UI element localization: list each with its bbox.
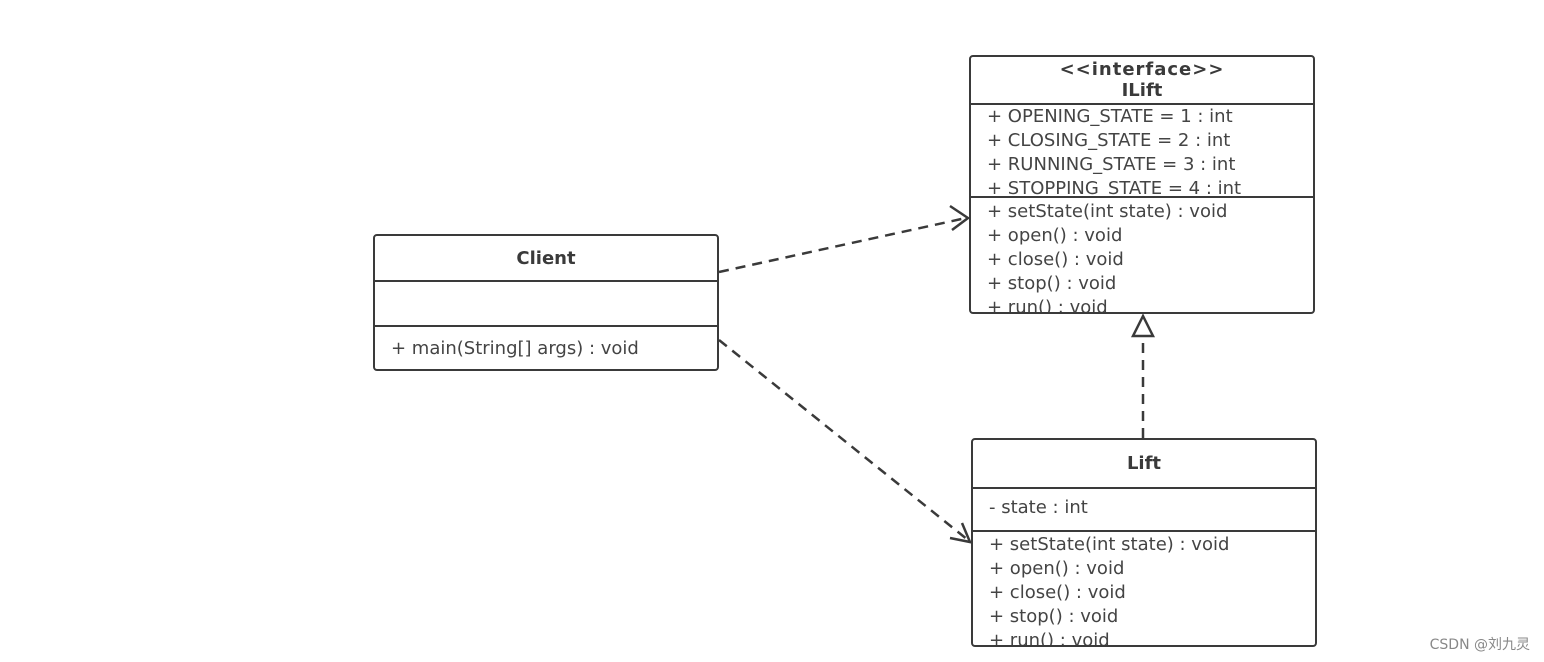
- class-header-client: Client: [375, 236, 717, 282]
- class-box-lift[interactable]: Lift - state : int + setState(int state)…: [971, 438, 1317, 647]
- attributes-lift: - state : int: [973, 489, 1315, 532]
- stereotype-label: <<interface>>: [1059, 59, 1225, 80]
- attribute-row: - state : int: [989, 497, 1088, 518]
- operations-lift: + setState(int state) : void + open() : …: [973, 532, 1315, 647]
- operation-row: + run() : void: [987, 297, 1108, 314]
- attributes-ilift: + OPENING_STATE = 1 : int + CLOSING_STAT…: [971, 105, 1313, 198]
- operation-row: + setState(int state) : void: [987, 201, 1228, 222]
- attributes-client: [375, 282, 717, 327]
- attribute-row: + CLOSING_STATE = 2 : int: [987, 130, 1231, 151]
- class-name-ilift: ILift: [1121, 80, 1163, 101]
- class-box-ilift[interactable]: <<interface>> ILift + OPENING_STATE = 1 …: [969, 55, 1315, 314]
- attribute-row: + OPENING_STATE = 1 : int: [987, 106, 1233, 127]
- operation-row: + stop() : void: [989, 606, 1119, 627]
- operations-ilift: + setState(int state) : void + open() : …: [971, 198, 1313, 314]
- attribute-row: + STOPPING_STATE = 4 : int: [987, 178, 1242, 198]
- operation-row: + open() : void: [987, 225, 1123, 246]
- class-header-lift: Lift: [973, 440, 1315, 489]
- dependency-client-ilift-arrowhead: [949, 204, 971, 231]
- class-name-client: Client: [516, 247, 576, 269]
- class-header-ilift: <<interface>> ILift: [971, 57, 1313, 105]
- attribute-row: + RUNNING_STATE = 3 : int: [987, 154, 1236, 175]
- operation-row: + run() : void: [989, 630, 1110, 647]
- operation-row: + close() : void: [989, 582, 1126, 603]
- operation-row: + main(String[] args) : void: [391, 338, 639, 359]
- operation-row: + stop() : void: [987, 273, 1117, 294]
- operation-row: + open() : void: [989, 558, 1125, 579]
- realization-lift-ilift-arrowhead: [1130, 313, 1156, 338]
- operations-client: + main(String[] args) : void: [375, 327, 717, 361]
- operation-row: + setState(int state) : void: [989, 534, 1230, 555]
- class-box-client[interactable]: Client + main(String[] args) : void: [373, 234, 719, 371]
- dependency-client-lift-arrowhead: [949, 522, 973, 544]
- dependency-client-ilift: [718, 216, 967, 274]
- dependency-client-lift: [718, 339, 969, 541]
- watermark: CSDN @刘九灵: [1429, 637, 1530, 653]
- operation-row: + close() : void: [987, 249, 1124, 270]
- class-name-lift: Lift: [1126, 453, 1162, 474]
